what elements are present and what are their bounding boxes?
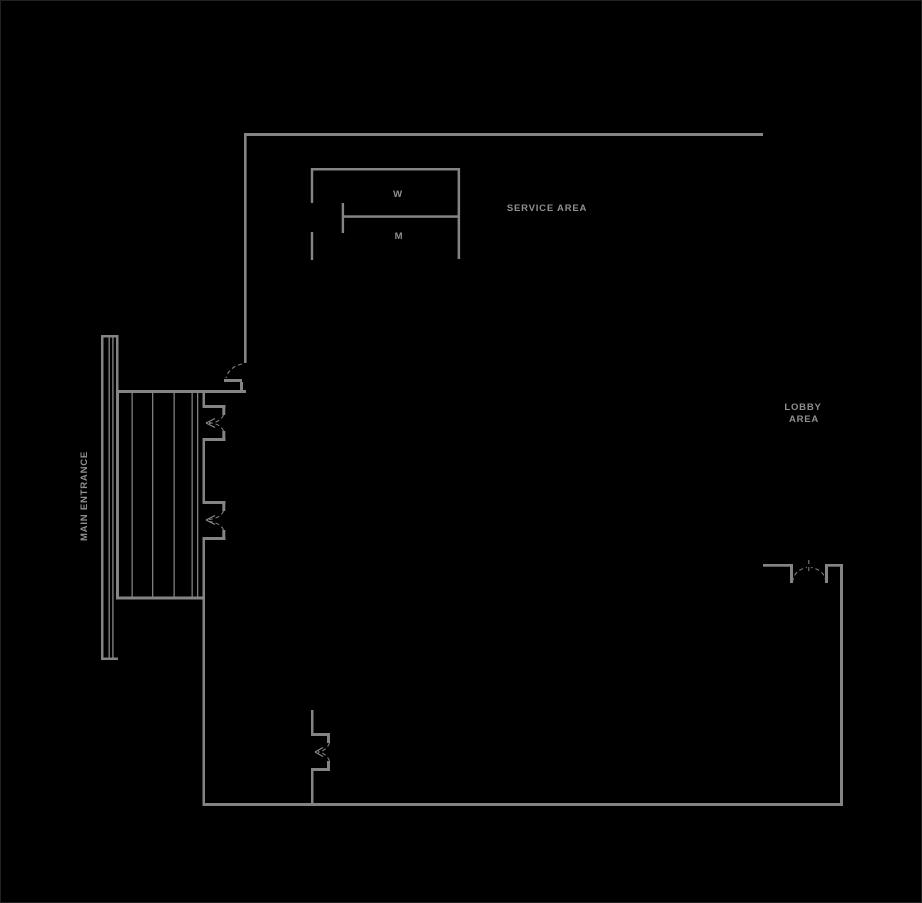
- double-swing-door-icon: [311, 733, 331, 771]
- service-corridor-door-icon: [224, 363, 243, 391]
- lower-partition-wall: [311, 710, 314, 803]
- washroom-m-label: M: [395, 231, 404, 242]
- double-swing-door-icon: [202, 405, 226, 441]
- main-entrance-stairs: [116, 390, 246, 600]
- main-entrance-label: MAIN ENTRANCE: [79, 451, 90, 541]
- south-wall: [202, 803, 843, 806]
- service-area-north-wall: [244, 133, 763, 136]
- stair-tread: [191, 393, 193, 597]
- lobby-area-label-line1: LOBBY: [784, 402, 821, 413]
- service-area-west-wall: [244, 133, 247, 363]
- east-wall: [840, 564, 843, 806]
- double-swing-door-icon: [202, 501, 226, 540]
- service-area-label: SERVICE AREA: [507, 203, 587, 214]
- stair-tread: [197, 393, 199, 597]
- stair-tread: [131, 393, 133, 597]
- entrance-curtain-wall: [101, 335, 119, 660]
- stair-tread: [173, 393, 175, 597]
- lobby-entry-door-icon: [763, 558, 843, 583]
- stair-tread: [152, 393, 154, 597]
- lobby-area-label-line2: AREA: [789, 414, 819, 425]
- washroom-block: [310, 168, 461, 260]
- corridor-west-wall: [202, 390, 205, 806]
- washroom-w-label: W: [393, 189, 403, 200]
